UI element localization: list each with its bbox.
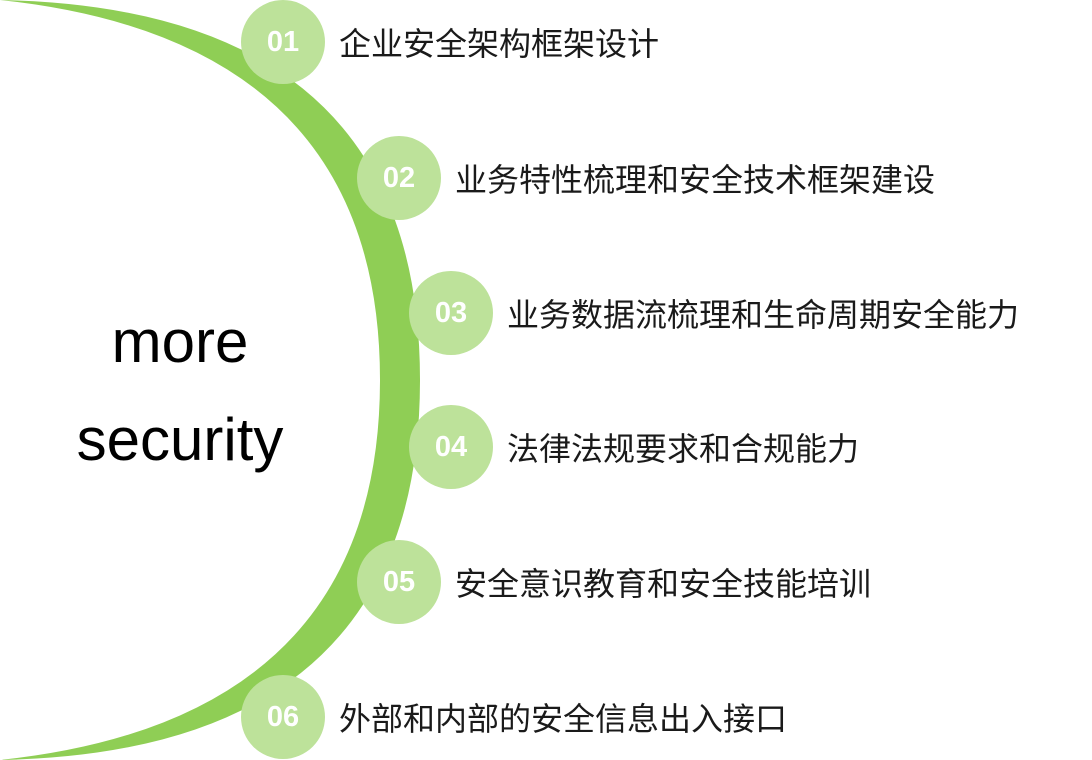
item-label: 业务数据流梳理和生命周期安全能力 [507,296,1020,334]
number-badge: 03 [409,271,493,355]
number-badge: 04 [409,405,493,489]
list-item-06: 06 外部和内部的安全信息出入接口 [241,675,787,759]
item-label: 外部和内部的安全信息出入接口 [339,700,788,738]
list-item-05: 05 安全意识教育和安全技能培训 [357,540,871,624]
number-badge: 01 [241,0,325,84]
number-badge: 06 [241,675,325,759]
green-crescent-arc [0,0,420,760]
list-item-03: 03 业务数据流梳理和生命周期安全能力 [409,271,1019,355]
list-item-02: 02 业务特性梳理和安全技术框架建设 [357,136,935,220]
center-title-line2: security [76,406,284,473]
item-label: 法律法规要求和合规能力 [507,430,860,468]
number-badge: 02 [357,136,441,220]
number-badge: 05 [357,540,441,624]
item-label: 安全意识教育和安全技能培训 [455,565,872,603]
item-label: 业务特性梳理和安全技术框架建设 [455,161,936,199]
center-title-line1: more [111,308,249,375]
list-item-01: 01 企业安全架构框架设计 [241,0,659,84]
crescent-shape [0,0,420,760]
list-item-04: 04 法律法规要求和合规能力 [409,405,859,489]
item-label: 企业安全架构框架设计 [339,25,660,63]
